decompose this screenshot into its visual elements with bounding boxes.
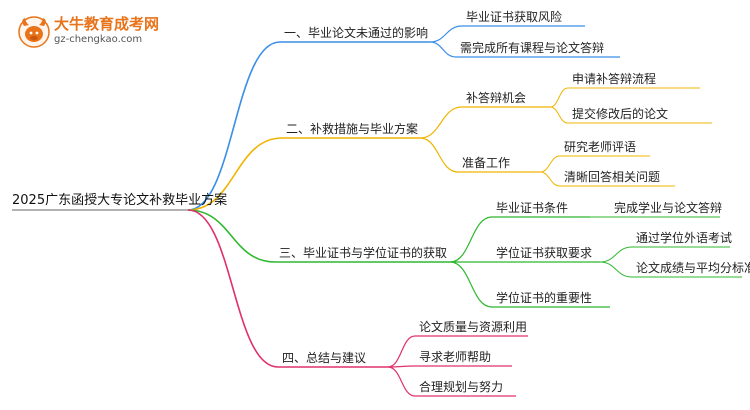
leaf-node-3-2-1: 通过学位外语考试 [636, 231, 733, 245]
branch-node-4: 四、总结与建议 [282, 351, 367, 365]
leaf-node-2-1-2: 提交修改后的论文 [572, 107, 669, 121]
branch-connector-4 [187, 209, 279, 368]
branch-connector-1 [187, 41, 281, 211]
child-connector-3-1 [449, 216, 493, 263]
leaf-connector-2-2-2 [539, 171, 561, 187]
child-node-4-1: 论文质量与资源利用 [419, 320, 528, 334]
logo: 大牛教育成考网 gz-chengkao.com [16, 12, 186, 54]
leaf-node-3-1-1: 完成学业与论文答辩 [614, 201, 723, 215]
branch-node-1: 一、毕业论文未通过的影响 [284, 26, 429, 40]
child-node-3-2: 学位证书获取要求 [496, 246, 593, 260]
child-node-4-3: 合理规划与努力 [419, 380, 504, 394]
leaf-connector-2-1-1 [549, 87, 569, 108]
leaf-node-2-1-1: 申请补答辩流程 [572, 72, 657, 86]
leaf-connector-2-1-2 [549, 106, 569, 124]
child-node-1-1: 毕业证书获取风险 [466, 10, 563, 24]
branch-node-2: 二、补救措施与毕业方案 [286, 122, 419, 136]
child-node-2-2: 准备工作 [462, 156, 511, 170]
child-connector-4-1 [387, 335, 416, 368]
leaf-connector-3-2-1 [599, 246, 633, 263]
child-connector-2-2 [419, 137, 459, 173]
logo-name: 大牛教育成考网 [54, 15, 160, 33]
child-connector-1-1 [429, 25, 463, 43]
child-node-2-1: 补答辩机会 [466, 91, 527, 105]
child-connector-2-1 [419, 106, 463, 139]
child-node-3-3: 学位证书的重要性 [496, 291, 593, 305]
branch-node-3: 三、毕业证书与学位证书的获取 [279, 246, 448, 260]
bull-logo-icon [18, 16, 50, 48]
branch-connector-2 [187, 137, 283, 211]
child-connector-1-2 [429, 41, 457, 58]
leaf-connector-3-2-2 [599, 261, 633, 278]
leaf-node-2-2-1: 研究老师评语 [564, 140, 637, 154]
logo-url: gz-chengkao.com [54, 34, 143, 45]
leaf-node-2-2-2: 清晰回答相关问题 [564, 170, 661, 184]
branch-connector-3 [187, 209, 276, 263]
child-connector-3-3 [449, 261, 493, 308]
child-connector-4-3 [387, 366, 416, 397]
child-node-3-1: 毕业证书条件 [496, 201, 569, 215]
child-node-1-2: 需完成所有课程与论文答辩 [460, 41, 605, 55]
root-node: 2025广东函授大专论文补救毕业方案 [12, 193, 228, 208]
child-node-4-2: 寻求老师帮助 [419, 350, 492, 364]
leaf-node-3-2-2: 论文成绩与平均分标准 [636, 261, 750, 275]
leaf-connector-2-2-1 [539, 155, 561, 173]
